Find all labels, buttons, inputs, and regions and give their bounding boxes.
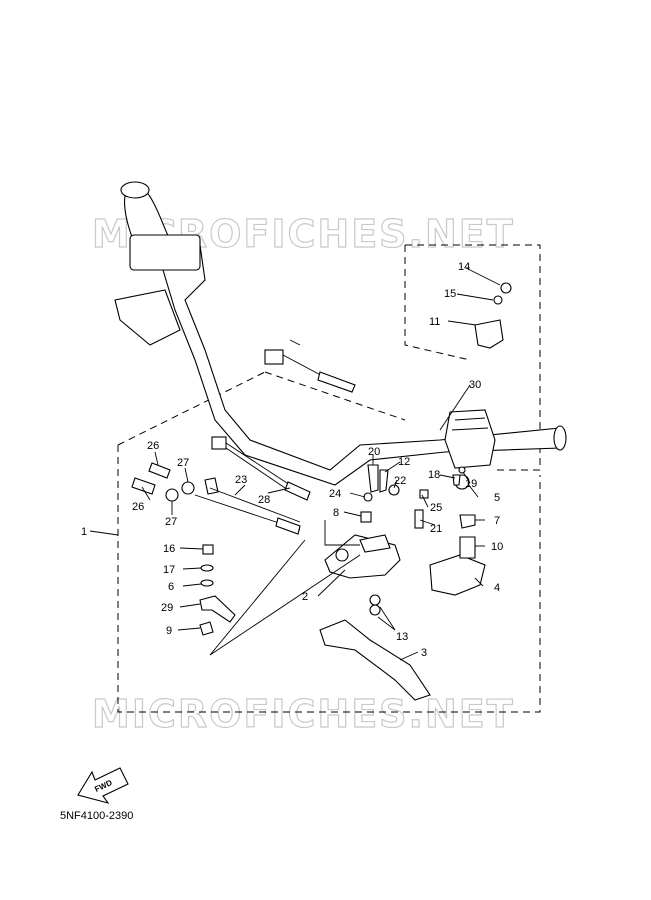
fwd-arrow-icon: FWD [77, 767, 129, 804]
callout-13: 13 [396, 631, 408, 643]
connector-top [264, 339, 356, 393]
callout-21: 21 [430, 523, 442, 535]
assembly-boundary-main [117, 371, 541, 713]
diagram-code: 5NF4100-2390 [60, 810, 133, 822]
callout-23: 23 [235, 474, 247, 486]
callout-2: 2 [302, 591, 308, 603]
bracket-4 [429, 474, 486, 596]
callout-4: 4 [494, 582, 500, 594]
callout-6: 6 [168, 581, 174, 593]
cable-23 [194, 477, 301, 535]
screws-26 [131, 462, 195, 502]
callout-14: 14 [458, 261, 470, 273]
fasteners [360, 464, 466, 616]
callout-18: 18 [428, 469, 440, 481]
throttle-housing [444, 409, 496, 469]
callout-8: 8 [333, 507, 339, 519]
callout-26-top: 26 [147, 440, 159, 452]
callout-5: 5 [494, 492, 500, 504]
watermark-bottom: MICROFICHES.NET [92, 692, 515, 736]
callout-3: 3 [421, 647, 427, 659]
callouts: 14 15 11 30 20 12 18 19 5 24 22 8 25 21 … [81, 261, 503, 659]
callout-10: 10 [491, 541, 503, 553]
callout-25: 25 [430, 502, 442, 514]
callout-20: 20 [368, 446, 380, 458]
lever [319, 619, 431, 701]
callout-26-bottom: 26 [132, 501, 144, 513]
callout-1: 1 [81, 526, 87, 538]
callout-24: 24 [329, 488, 341, 500]
callout-22: 22 [394, 475, 406, 487]
assembly-boundary-switch [404, 244, 541, 471]
callout-19: 19 [465, 478, 477, 490]
callout-30: 30 [469, 379, 481, 391]
callout-7: 7 [494, 515, 500, 527]
leader-lines [89, 267, 501, 661]
handlebar [114, 181, 567, 486]
callout-28: 28 [258, 494, 270, 506]
lever-holder [324, 534, 401, 579]
callout-27-top: 27 [177, 457, 189, 469]
callout-16: 16 [163, 543, 175, 555]
callout-12: 12 [398, 456, 410, 468]
callout-15: 15 [444, 288, 456, 300]
left-small-parts [199, 544, 236, 636]
callout-17: 17 [163, 564, 175, 576]
cable-28 [211, 436, 311, 501]
callout-9: 9 [166, 625, 172, 637]
switch-assembly [474, 282, 512, 349]
callout-11: 11 [429, 316, 440, 328]
callout-29: 29 [161, 602, 173, 614]
callout-27-bottom: 27 [165, 516, 177, 528]
